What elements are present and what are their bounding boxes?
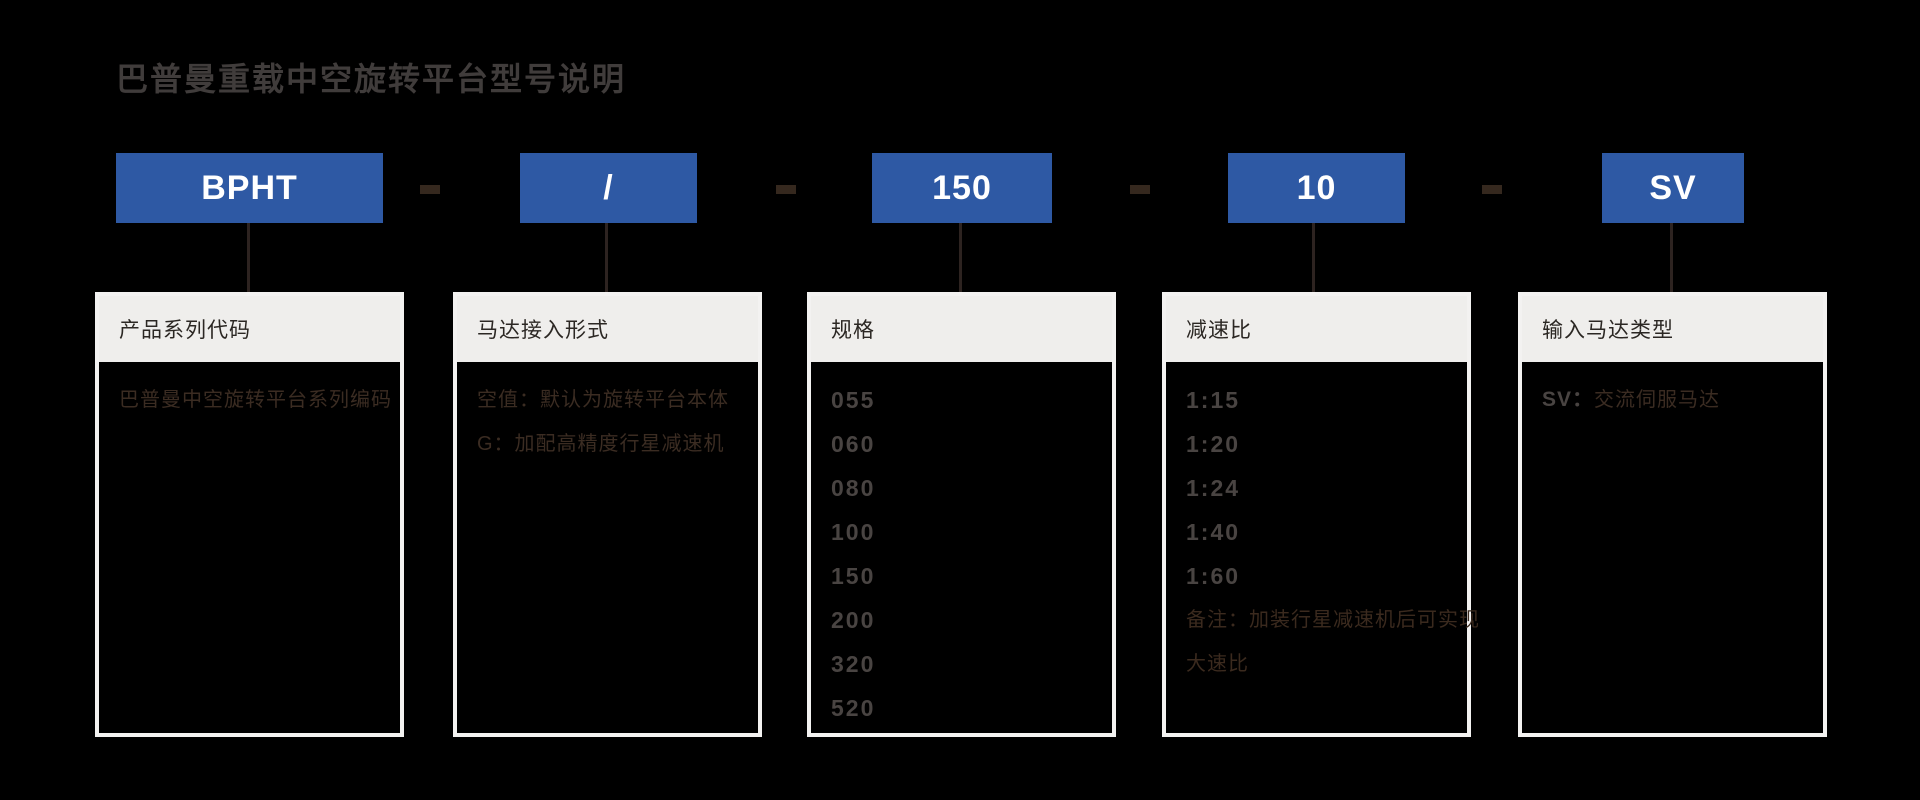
- motor-type-line: SV：交流伺服马达: [1542, 378, 1805, 422]
- legend-column-body: SV：交流伺服马达: [1522, 362, 1823, 422]
- legend-line: G：加配高精度行星减速机: [477, 433, 725, 455]
- size-option: 150: [831, 563, 876, 589]
- separator-dash: [1482, 185, 1502, 194]
- code-segment-ratio: 10: [1228, 153, 1405, 223]
- legend-line: 空值：默认为旋转平台本体: [477, 389, 729, 411]
- connector-line: [247, 223, 250, 292]
- code-segment-motor-interface: /: [520, 153, 697, 223]
- legend-column-series: 产品系列代码 巴普曼中空旋转平台系列编码: [95, 292, 404, 737]
- connector-line: [1670, 223, 1673, 292]
- ratio-option: 1:20: [1186, 431, 1241, 457]
- code-segment-series: BPHT: [116, 153, 383, 223]
- connector-line: [605, 223, 608, 292]
- motor-type-desc: 交流伺服马达: [1594, 389, 1721, 411]
- legend-column-header: 马达接入形式: [457, 296, 758, 362]
- separator-dash: [1130, 185, 1150, 194]
- connector-line: [1312, 223, 1315, 292]
- legend-column-body: 1:15 1:20 1:24 1:40 1:60 备注：加装行星减速机后可实现 …: [1166, 362, 1480, 686]
- legend-line: 巴普曼中空旋转平台系列编码: [119, 389, 392, 411]
- legend-column-header: 规格: [811, 296, 1112, 362]
- motor-type-code: SV：: [1542, 388, 1595, 411]
- code-segment-label: BPHT: [201, 168, 298, 207]
- legend-column-body: 055 060 080 100 150 200 320 520: [811, 362, 1112, 730]
- size-option: 080: [831, 475, 876, 501]
- ratio-option: 1:24: [1186, 475, 1241, 501]
- ratio-option: 1:40: [1186, 519, 1241, 545]
- ratio-option: 1:60: [1186, 563, 1241, 589]
- legend-column-body: 空值：默认为旋转平台本体 G：加配高精度行星减速机: [457, 362, 758, 466]
- connector-line: [959, 223, 962, 292]
- size-option: 055: [831, 387, 876, 413]
- legend-column-header: 输入马达类型: [1522, 296, 1823, 362]
- code-segment-label: /: [603, 168, 614, 207]
- code-segment-motor-type: SV: [1602, 153, 1744, 223]
- code-segment-label: 150: [932, 168, 992, 207]
- ratio-option: 1:15: [1186, 387, 1241, 413]
- ratio-note-line: 备注：加装行星减速机后可实现: [1186, 609, 1480, 631]
- legend-column-motor-type: 输入马达类型 SV：交流伺服马达: [1518, 292, 1827, 737]
- code-segment-label: SV: [1649, 168, 1697, 207]
- legend-column-ratio: 减速比 1:15 1:20 1:24 1:40 1:60 备注：加装行星减速机后…: [1162, 292, 1480, 737]
- legend-column-body: 巴普曼中空旋转平台系列编码: [99, 362, 400, 422]
- code-segment-label: 10: [1296, 168, 1337, 207]
- size-option: 100: [831, 519, 876, 545]
- size-option: 200: [831, 607, 876, 633]
- legend-column-motor-interface: 马达接入形式 空值：默认为旋转平台本体 G：加配高精度行星减速机: [453, 292, 762, 737]
- size-option: 520: [831, 695, 876, 721]
- separator-dash: [420, 185, 440, 194]
- legend-column-size: 规格 055 060 080 100 150 200 320 520: [807, 292, 1116, 737]
- code-segment-size: 150: [872, 153, 1052, 223]
- separator-dash: [776, 185, 796, 194]
- legend-column-header: 产品系列代码: [99, 296, 400, 362]
- legend-column-header: 减速比: [1166, 296, 1467, 362]
- page-title: 巴普曼重载中空旋转平台型号说明: [116, 61, 627, 97]
- size-option: 060: [831, 431, 876, 457]
- size-option: 320: [831, 651, 876, 677]
- ratio-note-line: 大速比: [1186, 653, 1249, 675]
